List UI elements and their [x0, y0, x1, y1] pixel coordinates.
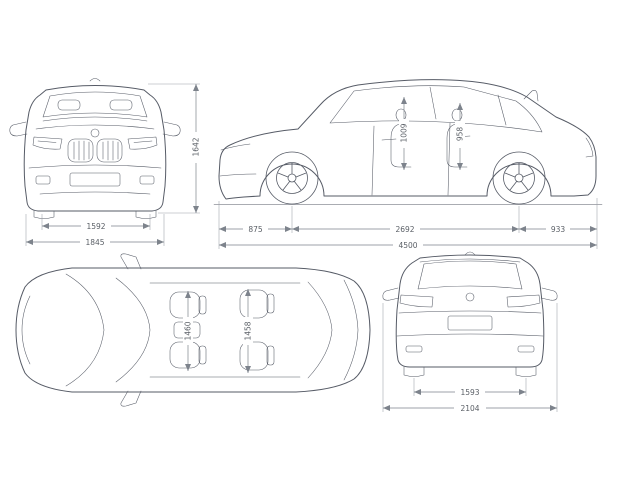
front-foglight-left [35, 175, 51, 185]
rear-roundel-icon [465, 292, 475, 302]
rear-view [382, 251, 558, 377]
front-wheels [33, 210, 157, 219]
rear-license-plate [447, 315, 493, 331]
side-body-outline [218, 79, 597, 200]
rear-body-outline [395, 254, 545, 368]
wheelbase-value: 2692 [395, 225, 414, 234]
side-taillight [585, 137, 594, 158]
top-body-outline [15, 267, 371, 393]
dim-front-overall-height: 1642 [148, 83, 201, 214]
rear-overhang-value: 933 [551, 225, 566, 234]
rear-reflector-left [405, 345, 423, 353]
front-roof-antenna-icon [89, 78, 101, 82]
front-wheel [265, 151, 319, 205]
overall-length-value: 4500 [398, 241, 417, 250]
front-hood-line [42, 116, 148, 122]
dim-front-interior-height: 1009 [399, 97, 409, 170]
rear-interior-width-value: 1458 [244, 321, 253, 340]
top-rear-seats [239, 289, 275, 371]
top-tailgate-line [343, 279, 359, 381]
front-overall-width-value: 1845 [85, 238, 104, 247]
front-grille [67, 138, 123, 163]
top-mirror-right [120, 390, 142, 407]
front-license-plate [69, 172, 121, 187]
rear-taillight-right [506, 294, 541, 308]
top-mirror-left [120, 253, 142, 270]
top-front-bumper-line [21, 295, 31, 365]
front-bumper [28, 164, 162, 195]
side-front-fascia [219, 143, 257, 177]
rear-tailgate-line [398, 310, 542, 314]
dim-front-overhang: 875 [218, 201, 293, 249]
front-headrest-left [57, 99, 81, 111]
front-headlight-left [32, 136, 63, 150]
rear-taillight-left [399, 294, 434, 308]
dim-front-track-width: 1592 [41, 214, 151, 231]
front-hood-crease [35, 124, 155, 130]
top-windshield [115, 277, 151, 383]
front-windshield [42, 91, 148, 118]
side-antenna-fin-icon [523, 90, 539, 102]
rear-bumper-line [396, 333, 544, 337]
front-headrest-right [109, 99, 133, 111]
dim-overall-length: 4500 [219, 240, 597, 250]
front-overhang-value: 875 [248, 225, 263, 234]
front-track-width-value: 1592 [86, 222, 105, 231]
rear-mirror-right [540, 287, 558, 301]
dim-front-overall-width: 1845 [25, 214, 165, 247]
rear-wheel [492, 151, 546, 205]
front-roundel-icon [90, 128, 100, 138]
front-overall-height-value: 1642 [192, 137, 201, 156]
dim-wheelbase: 2692 [292, 206, 520, 234]
rear-overall-width-value: 2104 [460, 404, 479, 413]
rear-track-width-value: 1593 [460, 388, 479, 397]
front-foglight-right [139, 175, 155, 185]
side-view [213, 79, 603, 205]
rear-mirror-left [382, 287, 400, 301]
front-interior-height-value: 1009 [400, 123, 409, 142]
rear-antenna-icon [464, 251, 476, 256]
front-body-outline [23, 85, 167, 212]
dim-rear-interior-height: 958 [455, 103, 465, 170]
rear-interior-height-value: 958 [456, 127, 465, 142]
front-view [9, 78, 181, 219]
front-headlight-right [127, 136, 158, 150]
dim-rear-overall-width: 2104 [382, 303, 558, 413]
dim-rear-overhang: 933 [519, 198, 598, 249]
rear-spoiler-line [419, 258, 521, 263]
top-hood-line [65, 273, 105, 387]
dim-front-interior-width: 1460 [183, 291, 193, 371]
front-mirror-left [9, 121, 28, 137]
side-windows [329, 85, 543, 133]
front-mirror-right [162, 121, 181, 137]
dim-rear-track-width: 1593 [413, 378, 527, 397]
rear-reflector-right [517, 345, 535, 353]
rear-wheels [403, 366, 537, 377]
dim-rear-interior-width: 1458 [243, 289, 253, 373]
front-interior-width-value: 1460 [184, 321, 193, 340]
top-rear-window [307, 281, 333, 379]
rear-window [417, 260, 523, 290]
